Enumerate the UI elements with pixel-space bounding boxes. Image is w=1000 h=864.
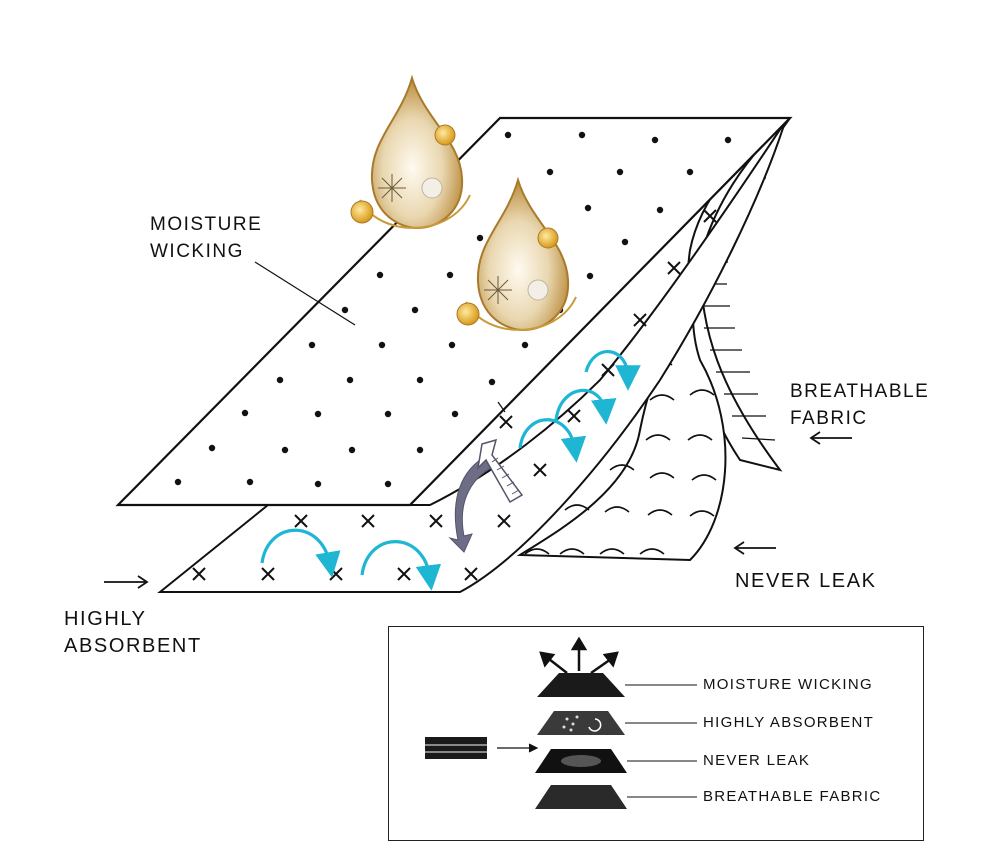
drop-1-flower-icon <box>378 174 406 202</box>
evaporation-arrows-icon <box>539 636 619 675</box>
breathable-fabric-label: BREATHABLE FABRIC <box>790 378 929 432</box>
legend-label-breathable: BREATHABLE FABRIC <box>703 788 882 805</box>
breathable-fabric-label-line2: FABRIC <box>790 408 868 429</box>
legend-label-never-leak: NEVER LEAK <box>703 752 811 769</box>
golden-drop-2 <box>456 176 577 332</box>
highly-absorbent-label-line1: HIGHLY <box>64 608 147 630</box>
absorbent-x-marks <box>192 209 717 581</box>
highly-absorbent-label-line2: ABSORBENT <box>64 635 202 657</box>
cross-section-arrow-icon <box>497 743 539 753</box>
layer-legend: MOISTURE WICKING HIGHLY ABSORBENT NEVER … <box>388 626 924 841</box>
golden-drop-1 <box>350 74 471 230</box>
absorbent-swirl-icon <box>588 718 602 732</box>
legend-label-wicking: MOISTURE WICKING <box>703 676 873 693</box>
never-leak-stain-icon <box>561 755 601 767</box>
never-leak-label: NEVER LEAK <box>735 570 877 592</box>
absorbent-drops-icon <box>562 715 579 732</box>
legend-layer-wicking <box>537 673 625 697</box>
legend-graphics <box>425 636 697 809</box>
breathable-fabric-label-line1: BREATHABLE <box>790 381 930 402</box>
cross-section-icon <box>425 737 487 759</box>
striped-arrow-lines <box>491 457 520 495</box>
side-arrows <box>104 431 852 589</box>
legend-layer-absorbent <box>537 711 625 735</box>
moisture-wicking-leader <box>254 261 356 326</box>
highly-absorbent-label: HIGHLY ABSORBENT <box>64 606 202 660</box>
legend-layer-breathable <box>535 785 627 809</box>
highly-absorbent-arrow-icon <box>104 575 149 589</box>
moisture-wicking-label-line2: WICKING <box>150 241 244 262</box>
legend-label-absorbent: HIGHLY ABSORBENT <box>703 714 875 731</box>
breathable-fabric-arrow-icon <box>809 431 852 445</box>
small-leader <box>497 401 506 413</box>
moisture-wicking-layer <box>115 116 793 507</box>
moisture-wicking-label: MOISTURE WICKING <box>150 211 262 265</box>
wicking-dots <box>174 131 732 488</box>
legend-leader-lines <box>625 684 697 798</box>
drop-2-flower-icon <box>484 276 512 304</box>
gray-flow-arrow <box>448 438 524 553</box>
cyan-circulation-arrows <box>260 350 641 591</box>
moisture-wicking-label-line1: MOISTURE <box>150 214 263 235</box>
never-leak-arrow-icon <box>733 541 776 555</box>
